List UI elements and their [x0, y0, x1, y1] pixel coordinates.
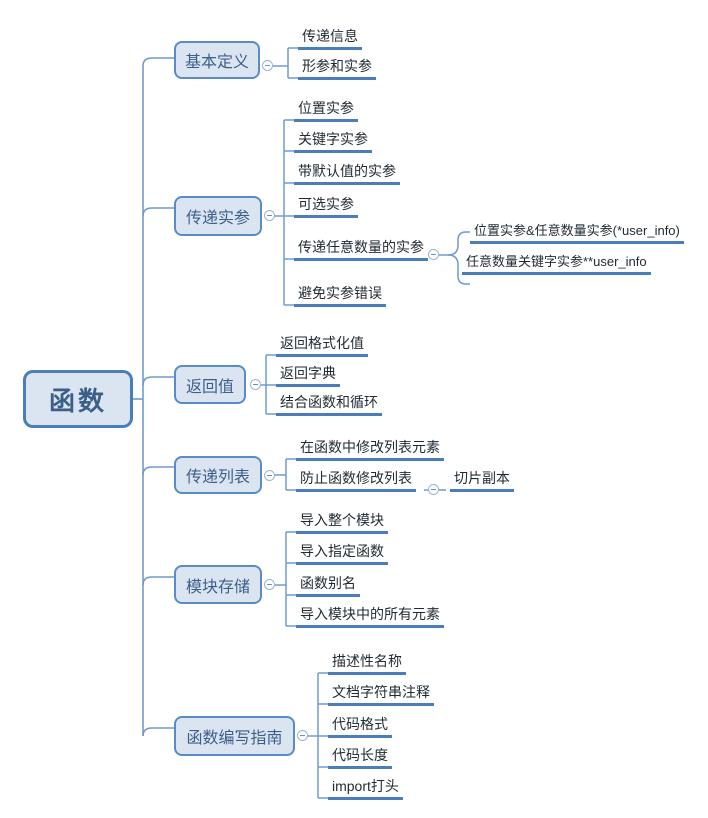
leaf-node-2-6[interactable]: 避免实参错误 — [294, 285, 386, 307]
leaf-node-6-2[interactable]: 文档字符串注释 — [328, 684, 434, 706]
branch-node-3-label: 返回值 — [185, 378, 234, 396]
leaf-node-2-5-1[interactable]: 位置实参&任意数量实参(*user_info) — [470, 222, 684, 244]
branch-node-3[interactable]: 返回值 — [174, 365, 246, 404]
branch-node-2[interactable]: 传递实参 — [174, 196, 262, 236]
branch-node-1-label: 基本定义 — [184, 54, 249, 71]
leaf-node-5-1[interactable]: 导入整个模块 — [296, 512, 388, 534]
branch-node-6[interactable]: 函数编写指南 — [174, 716, 295, 756]
branch-node-4-label: 传递列表 — [185, 469, 250, 486]
branch-node-1[interactable]: 基本定义 — [174, 41, 260, 79]
leaf-node-3-2[interactable]: 返回字典 — [276, 365, 340, 387]
collapse-toggle-icon-branch-5[interactable] — [264, 579, 275, 590]
branch-node-4[interactable]: 传递列表 — [174, 456, 262, 494]
root-node[interactable]: 函数 — [23, 370, 133, 428]
leaf-node-4-2-1[interactable]: 切片副本 — [450, 470, 514, 492]
branch-node-6-label: 函数编写指南 — [186, 730, 283, 747]
collapse-toggle-icon-branch-1[interactable] — [262, 60, 273, 71]
leaf-node-5-2[interactable]: 导入指定函数 — [296, 543, 388, 565]
leaf-node-3-3[interactable]: 结合函数和循环 — [276, 394, 382, 416]
leaf-node-1-1[interactable]: 传递信息 — [298, 28, 362, 50]
leaf-node-6-1[interactable]: 描述性名称 — [328, 653, 406, 675]
branch-node-5-label: 模块存储 — [185, 578, 250, 596]
leaf-node-2-4[interactable]: 可选实参 — [294, 196, 358, 218]
leaf-node-1-2[interactable]: 形参和实参 — [298, 58, 376, 80]
leaf-node-4-1[interactable]: 在函数中修改列表元素 — [296, 439, 444, 461]
leaf-node-2-2[interactable]: 关键字实参 — [294, 131, 372, 153]
collapse-toggle-icon-branch-3[interactable] — [250, 379, 261, 390]
leaf-node-4-2[interactable]: 防止函数修改列表 — [296, 470, 416, 492]
leaf-node-5-4[interactable]: 导入模块中的所有元素 — [296, 606, 444, 628]
leaf-node-6-5[interactable]: import打头 — [328, 778, 403, 800]
leaf-node-2-5[interactable]: 传递任意数量的实参 — [294, 239, 428, 261]
branch-node-2-label: 传递实参 — [185, 210, 250, 227]
collapse-toggle-icon-node-4-2[interactable] — [428, 484, 439, 495]
collapse-toggle-icon-node-2-5[interactable] — [428, 249, 439, 260]
leaf-node-6-3[interactable]: 代码格式 — [328, 716, 392, 738]
collapse-toggle-icon-branch-6[interactable] — [297, 730, 308, 741]
leaf-node-2-1[interactable]: 位置实参 — [294, 100, 358, 122]
collapse-toggle-icon-branch-2[interactable] — [264, 210, 275, 221]
leaf-node-3-1[interactable]: 返回格式化值 — [276, 335, 368, 357]
leaf-node-2-5-2[interactable]: 任意数量关键字实参**user_info — [462, 253, 651, 275]
leaf-node-2-3[interactable]: 带默认值的实参 — [294, 163, 400, 185]
leaf-node-5-3[interactable]: 函数别名 — [296, 575, 360, 597]
collapse-toggle-icon-branch-4[interactable] — [264, 470, 275, 481]
leaf-node-6-4[interactable]: 代码长度 — [328, 747, 392, 769]
root-node-label: 函数 — [48, 385, 107, 416]
branch-node-5[interactable]: 模块存储 — [174, 565, 262, 604]
